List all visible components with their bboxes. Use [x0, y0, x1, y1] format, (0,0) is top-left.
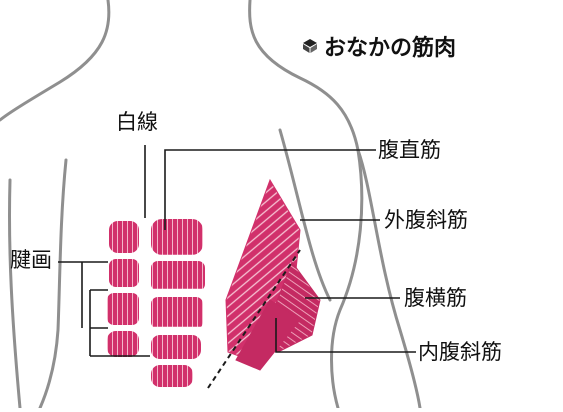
label-fukuchokkin: 腹直筋	[378, 140, 441, 161]
diagram-title: おなかの筋肉	[302, 30, 456, 62]
label-fukuoukin: 腹横筋	[404, 288, 467, 309]
rectus-abdominis	[106, 218, 206, 388]
diamond-cube-icon	[302, 38, 318, 54]
label-gaifukushakin: 外腹斜筋	[384, 210, 468, 231]
label-kenkaku: 腱画	[10, 250, 52, 271]
label-hakusen: 白線	[116, 112, 158, 133]
label-naifukushakin: 内腹斜筋	[418, 342, 502, 363]
title-text: おなかの筋肉	[324, 30, 456, 62]
